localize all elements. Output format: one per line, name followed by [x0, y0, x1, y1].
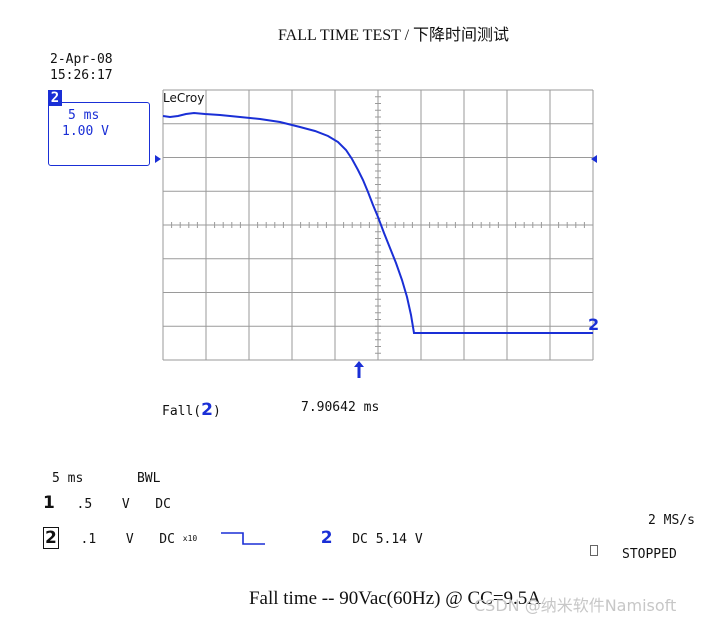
channel-settings-box	[48, 102, 150, 166]
channel-badge: 2	[48, 90, 62, 106]
brand-logo: LeCroy	[163, 91, 205, 105]
footer-bwl: BWL	[136, 471, 161, 486]
timestamp: 2-Apr-08 15:26:17	[50, 52, 113, 84]
falling-edge-trigger-icon	[221, 532, 266, 545]
ch1-unit: V	[121, 497, 130, 512]
channel2-row: 2 .1 V DC x10 2 DC 5.14 V	[43, 527, 423, 549]
page-title: FALL TIME TEST / 下降时间测试	[277, 27, 510, 44]
trigger-channel: 2	[320, 528, 333, 548]
ch2-volt: .1	[80, 532, 97, 547]
figure-caption: Fall time -- 90Vac(60Hz) @ CC=9.5A	[248, 588, 542, 609]
time-text: 15:26:17	[50, 68, 113, 83]
sample-rate: 2 MS/s	[648, 513, 695, 528]
ch1-number: 1	[43, 493, 55, 513]
trigger-level: DC 5.14 V	[352, 532, 423, 547]
status-indicator-icon	[590, 545, 598, 556]
date-text: 2-Apr-08	[50, 52, 113, 67]
right-level-marker-icon	[591, 155, 597, 163]
graticule	[162, 89, 594, 361]
trace-channel-marker: 2	[588, 315, 599, 334]
ch2-probe: x10	[182, 534, 198, 543]
footer-timebase: 5 ms	[52, 471, 84, 486]
waveform-trace	[162, 111, 593, 334]
measurement-name: Fall(	[162, 404, 202, 419]
volts-per-div: 1.00 V	[62, 124, 109, 139]
left-level-marker-icon	[155, 155, 161, 163]
measurement-close: )	[212, 404, 221, 419]
ch1-coupling: DC	[155, 497, 171, 512]
measurement-label: Fall(2)	[162, 400, 221, 420]
trigger-arrow-icon	[354, 361, 364, 378]
measurement-value: 7.90642 ms	[301, 400, 380, 415]
measurement-channel: 2	[201, 400, 213, 420]
channel1-row: 1 .5 V DC	[43, 493, 171, 513]
ch2-coupling: DC	[159, 532, 175, 547]
ch2-number: 2	[43, 527, 59, 549]
ch2-unit: V	[125, 532, 134, 547]
acquisition-status: STOPPED	[622, 547, 677, 562]
watermark: CSDN @纳米软件Namisoft	[474, 596, 677, 615]
footer-timebase-row: 5 ms BWL	[52, 471, 160, 486]
time-per-div: 5 ms	[68, 108, 100, 123]
ch1-volt: .5	[76, 497, 93, 512]
